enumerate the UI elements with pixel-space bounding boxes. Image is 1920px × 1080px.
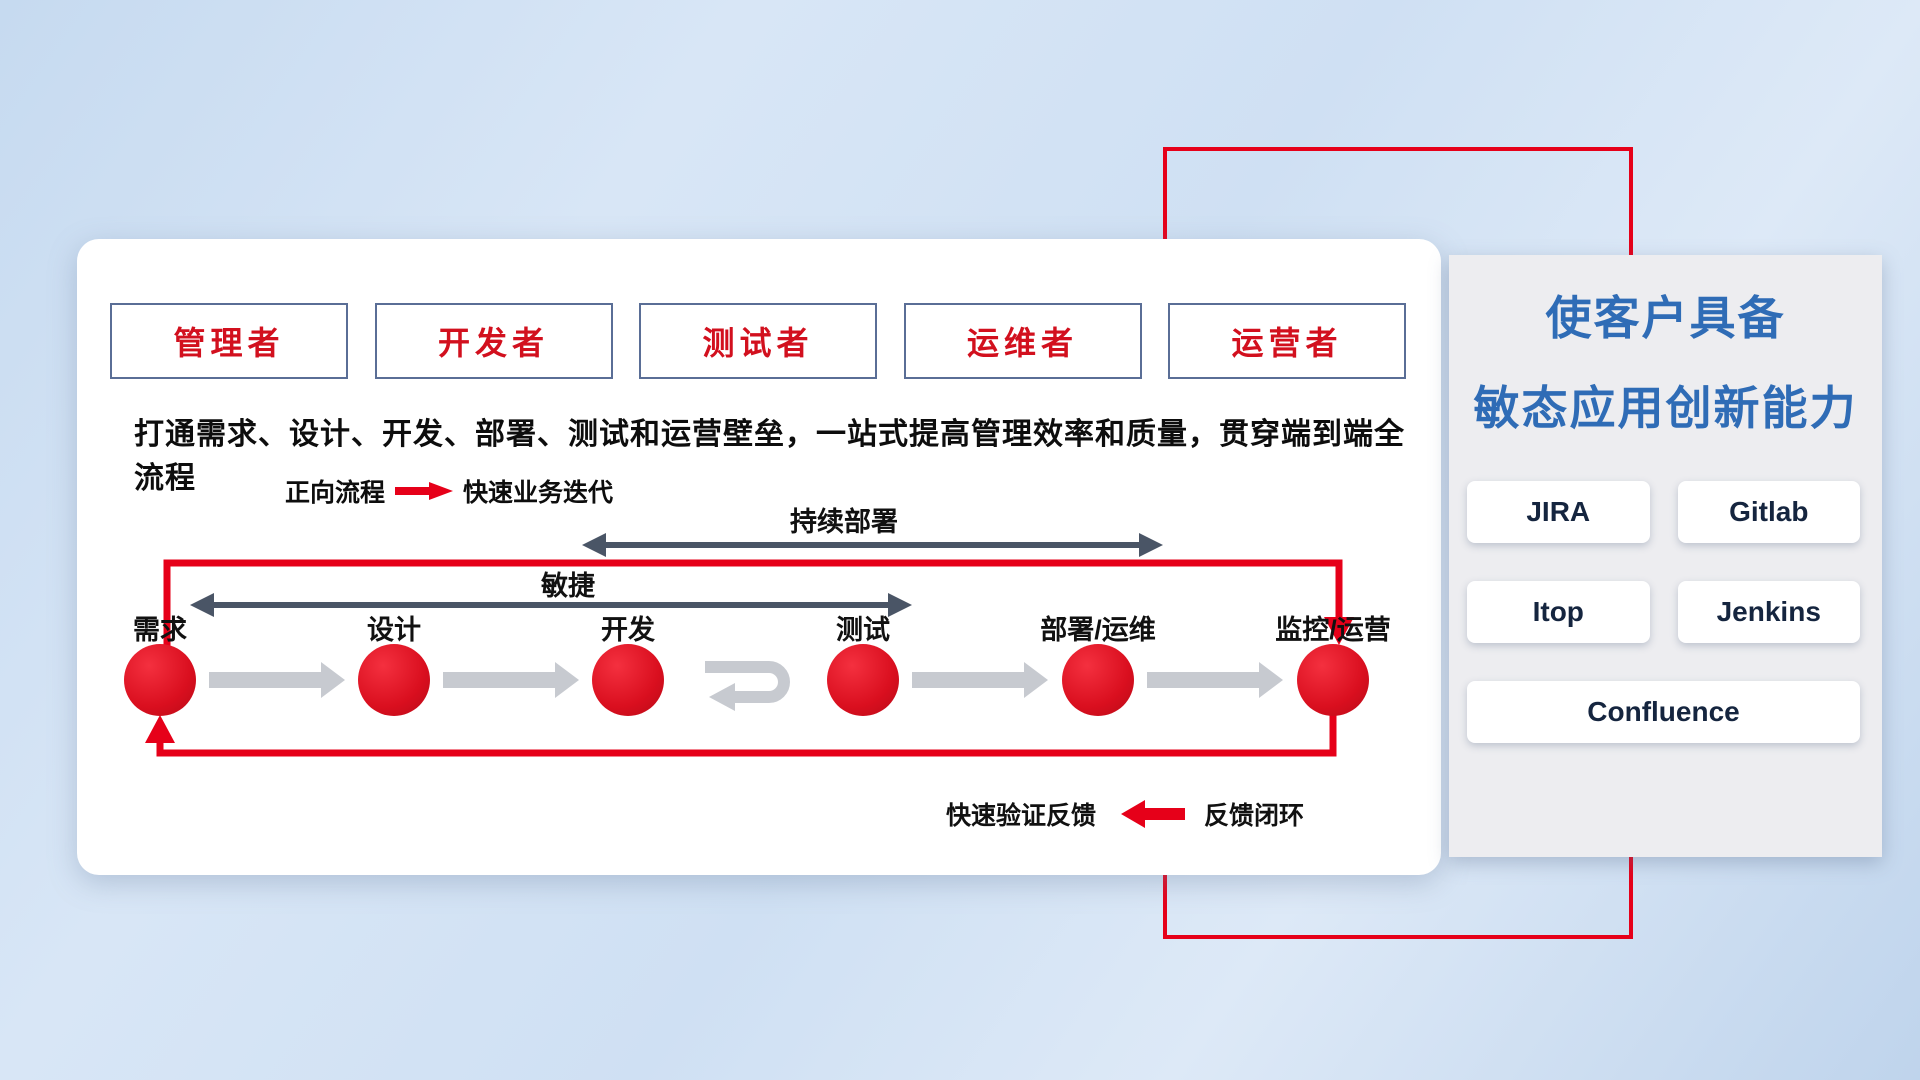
role-box-operator: 运营者 (1168, 303, 1406, 379)
tool-jenkins: Jenkins (1677, 581, 1860, 643)
tool-grid: JIRA Gitlab Itop Jenkins Confluence (1467, 481, 1860, 743)
process-node-circle (1297, 644, 1369, 716)
capability-title: 使客户具备 敏态应用创新能力 (1449, 255, 1882, 431)
capability-title-line2: 敏态应用创新能力 (1473, 382, 1858, 434)
role-label: 开发者 (437, 325, 549, 361)
role-box-developer: 开发者 (374, 303, 613, 379)
process-node-circle (592, 644, 664, 716)
role-box-tester: 测试者 (639, 303, 877, 379)
agile-label: 敏捷 (540, 571, 596, 601)
feedback-loop-arrow (145, 708, 1337, 757)
role-label: 管理者 (173, 325, 285, 361)
node-label-deploy-ops: 部署/运维 (1040, 614, 1156, 645)
node-label-requirement: 需求 (133, 615, 187, 645)
process-node-circle (1062, 644, 1134, 716)
role-row: 管理者 开发者 测试者 运维者 运营者 (110, 303, 1406, 379)
node-label-monitor-operate: 监控/运营 (1275, 615, 1391, 645)
slogan-text: 打通需求、设计、开发、部署、测试和运营壁垒，一站式提高管理效率和质量，贯穿端到端… (134, 418, 1405, 495)
process-node-circle (827, 644, 899, 716)
iteration-loop-icon (705, 661, 790, 711)
role-box-ops: 运维者 (903, 303, 1142, 379)
tool-gitlab: Gitlab (1677, 481, 1860, 543)
capability-panel: 使客户具备 敏态应用创新能力 JIRA Gitlab Itop Jenkins … (1449, 255, 1882, 857)
node-label-develop: 开发 (601, 614, 655, 645)
red-left-arrow-icon (1121, 800, 1185, 828)
flow-step-arrow (912, 662, 1048, 698)
forward-flow-legend: 正向流程 快速业务迭代 (285, 473, 613, 509)
capability-title-line1: 使客户具备 (1545, 292, 1786, 344)
flow-step-arrow (209, 662, 345, 698)
flow-diagram: 持续部署 敏捷 (124, 506, 1391, 830)
role-label: 测试者 (702, 325, 814, 361)
flow-step-arrow (443, 662, 579, 698)
cd-label: 持续部署 (790, 506, 898, 537)
forward-flow-desc: 快速业务迭代 (463, 479, 614, 507)
forward-flow-label: 正向流程 (285, 479, 386, 507)
node-label-test: 测试 (836, 615, 890, 645)
red-right-arrow-icon (395, 482, 454, 500)
forward-loop-arrow (163, 559, 1354, 667)
feedback-desc: 快速验证反馈 (946, 801, 1096, 830)
cd-range-arrow (582, 533, 1163, 557)
role-box-manager: 管理者 (110, 303, 348, 379)
devops-flow-panel: 管理者 开发者 测试者 运维者 运营者 打通需求、设计、开发、部署、测试和运营壁… (77, 239, 1441, 875)
flow-step-arrow (1147, 662, 1283, 698)
process-node-circle (358, 644, 430, 716)
tool-jira: JIRA (1467, 481, 1650, 543)
role-label: 运营者 (1231, 325, 1343, 361)
feedback-label: 反馈闭环 (1204, 802, 1304, 830)
agile-range-arrow (190, 593, 912, 617)
tool-confluence: Confluence (1467, 681, 1860, 743)
tool-itop: Itop (1467, 581, 1650, 643)
node-label-design: 设计 (367, 615, 421, 645)
role-label: 运维者 (966, 325, 1078, 361)
process-node-circle (124, 644, 196, 716)
